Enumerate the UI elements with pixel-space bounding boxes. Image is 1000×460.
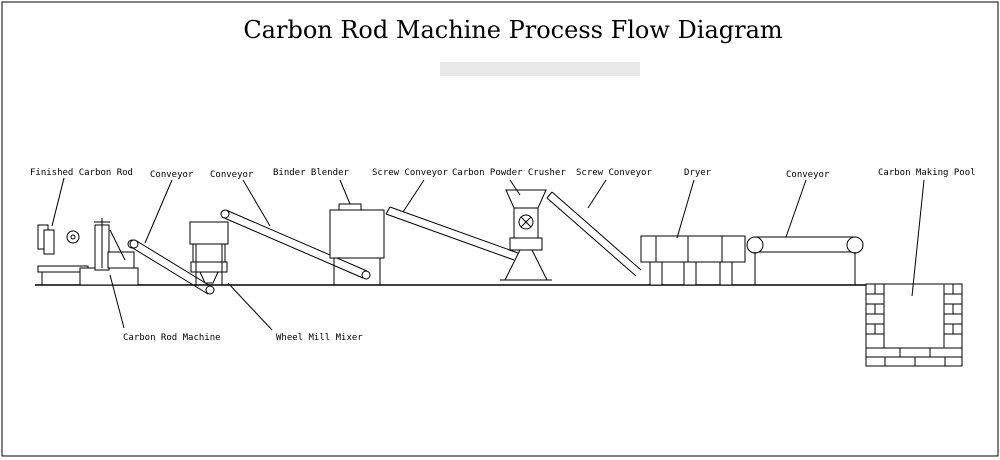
conveyor-3-icon [746, 236, 864, 285]
watermark-smudge [440, 62, 640, 76]
wheel-mill-mixer-icon [189, 221, 229, 285]
label-binder-blender: Binder Blender [273, 168, 349, 178]
label-wheel-mill-mixer: Wheel Mill Mixer [276, 333, 363, 343]
finished-carbon-rod-icon [37, 224, 80, 255]
label-conveyor-3: Conveyor [786, 170, 830, 180]
carbon-making-pool-icon [865, 283, 963, 367]
label-finished-carbon-rod: Finished Carbon Rod [30, 168, 133, 178]
label-carbon-making-pool: Carbon Making Pool [878, 168, 976, 178]
carbon-powder-crusher-icon [500, 189, 552, 281]
dryer-icon [640, 235, 746, 286]
label-conveyor-1: Conveyor [150, 170, 194, 180]
screw-conveyor-1-icon [385, 206, 519, 261]
conveyor-2-icon [220, 209, 371, 280]
label-carbon-powder-crusher: Carbon Powder Crusher [452, 168, 566, 178]
carbon-rod-machine-icon [79, 218, 139, 286]
label-dryer: Dryer [684, 168, 712, 178]
label-screw-conveyor-2: Screw Conveyor [576, 168, 652, 178]
label-screw-conveyor-1: Screw Conveyor [372, 168, 448, 178]
binder-blender-icon [329, 203, 385, 285]
label-conveyor-2: Conveyor [210, 170, 254, 180]
conveyor-1-icon [129, 239, 215, 295]
label-carbon-rod-machine: Carbon Rod Machine [123, 333, 221, 343]
diagram-title: Carbon Rod Machine Process Flow Diagram [243, 16, 783, 44]
leader-lines [51, 177, 925, 331]
screw-conveyor-2-icon [546, 191, 642, 277]
